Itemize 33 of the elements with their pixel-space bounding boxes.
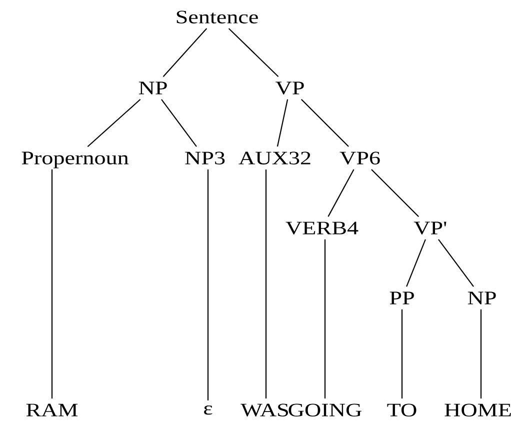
leaf-word: HOME xyxy=(444,404,511,416)
tree-label: NP xyxy=(138,82,167,94)
tree-branch xyxy=(328,169,354,217)
tree-label: VP6 xyxy=(340,152,380,165)
tree-label: NP3 xyxy=(185,152,225,164)
leaf-word: TO xyxy=(387,404,416,416)
tree-branch xyxy=(161,99,197,147)
tree-branch xyxy=(324,239,326,399)
tree-branch xyxy=(301,99,349,147)
tree-branch xyxy=(371,169,419,217)
tree-label: PP xyxy=(390,292,414,304)
tree-branch xyxy=(51,169,53,399)
leaf-word: ε xyxy=(204,406,212,415)
tree-label: Sentence xyxy=(176,10,258,24)
tree-label: VP xyxy=(276,82,304,94)
tree-branch xyxy=(401,309,403,399)
tree-branch xyxy=(162,28,208,77)
leaf-word: WAS xyxy=(240,404,288,417)
tree-label: Propernoun xyxy=(22,152,129,168)
tree-branch xyxy=(438,239,474,287)
tree-branch xyxy=(480,309,482,399)
tree-branch xyxy=(87,98,141,147)
tree-label: AUX32 xyxy=(238,152,310,164)
tree-branch xyxy=(207,169,209,400)
tree-branch xyxy=(265,169,267,399)
leaf-word: GOING xyxy=(288,404,362,416)
tree-label: VERB4 xyxy=(286,222,358,234)
tree-label: NP xyxy=(468,292,496,304)
tree-branch xyxy=(406,239,426,287)
leaf-word: RAM xyxy=(26,404,78,416)
tree-label: VP' xyxy=(414,222,446,234)
tree-branch xyxy=(228,28,279,77)
tree-branch xyxy=(276,99,288,147)
